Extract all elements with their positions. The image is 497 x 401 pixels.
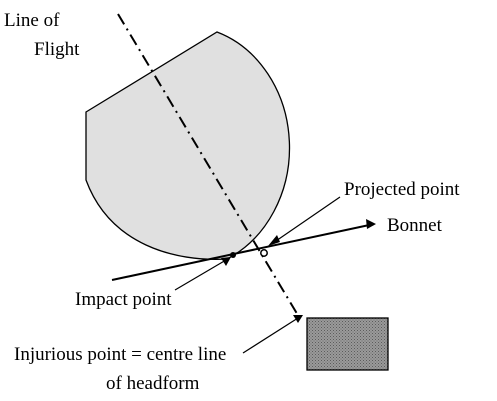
- projected-point-arrowhead: [268, 235, 280, 246]
- impact-point-arrowhead: [221, 257, 231, 266]
- headform-shape: [85, 31, 291, 260]
- impact-point-label: Impact point: [75, 289, 172, 310]
- impact-point-marker: [230, 252, 236, 258]
- injurious-point-label-line1: Injurious point = centre line: [14, 344, 226, 365]
- bonnet-line: [111, 223, 375, 281]
- projected-point-label: Projected point: [344, 179, 460, 200]
- line-of-flight-label-line1: Line of: [4, 10, 60, 31]
- injurious-point-label-line2: of headform: [106, 373, 200, 394]
- projected-point-arrow: [272, 196, 341, 244]
- headform-block: [306, 317, 389, 371]
- line-of-flight: [117, 13, 300, 318]
- bonnet-arrowhead: [366, 219, 376, 229]
- injurious-point-arrowhead: [293, 315, 303, 323]
- impact-point-arrow: [174, 259, 227, 291]
- bonnet-label: Bonnet: [387, 215, 443, 236]
- projected-point-marker: [260, 249, 268, 257]
- injurious-point-arrow: [242, 317, 299, 354]
- line-of-flight-label-line2: Flight: [34, 39, 80, 60]
